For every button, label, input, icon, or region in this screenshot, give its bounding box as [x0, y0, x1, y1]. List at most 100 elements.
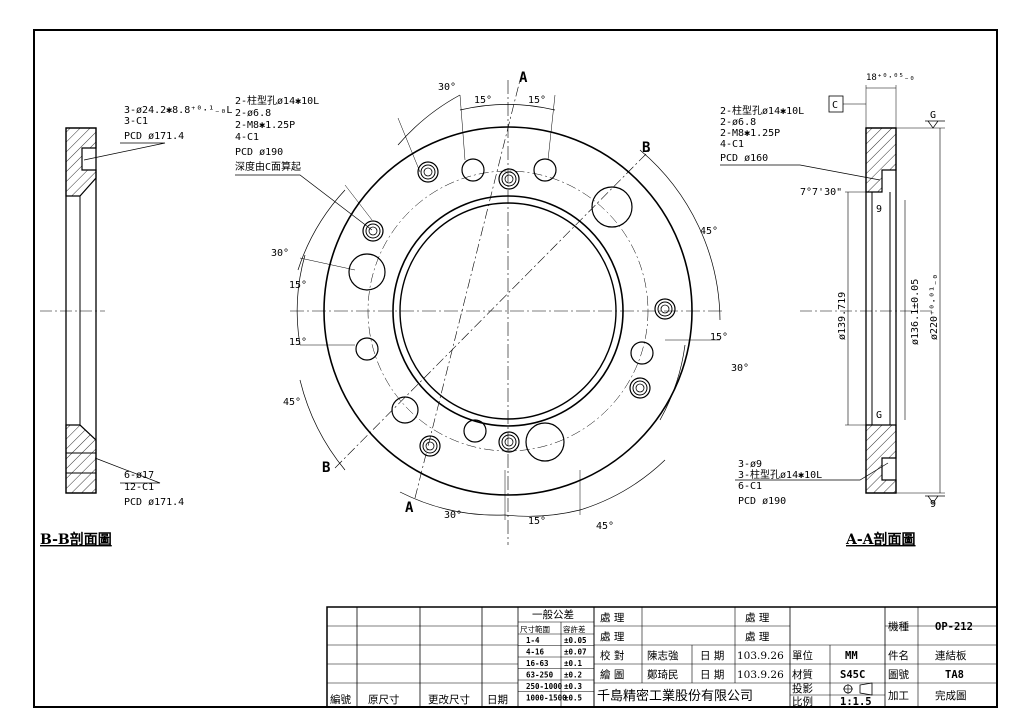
hole-top-2	[533, 158, 557, 182]
part-value: 連結板	[935, 649, 967, 662]
counterbore-hole-right	[654, 298, 676, 320]
process-label-4: 處 理	[745, 630, 770, 643]
scale-label: 比例	[792, 695, 813, 708]
aa-note-top-2: 2-ø6.8	[720, 117, 756, 128]
rev-col-orig: 原尺寸	[368, 693, 400, 706]
counterbore-hole-left	[362, 220, 384, 242]
part-label: 件名	[888, 649, 909, 662]
angle-30-left: 30°	[271, 248, 289, 259]
section-bb-view: 3-ø24.2✱8.8⁺⁰·¹₋₀L 3-C1 PCD ø171.4 6-ø17…	[40, 105, 232, 548]
angle-30-top: 30°	[438, 82, 456, 93]
tol-range-3: 63-250	[526, 671, 554, 680]
front-note-1: 2-柱型孔ø14✱10L	[235, 94, 319, 107]
tol-range-0: 1-4	[526, 636, 540, 645]
tol-value-2: ±0.1	[564, 659, 583, 668]
bb-note-bot-2: 12-C1	[124, 482, 154, 493]
tapped-hole-right-lower	[629, 377, 651, 399]
material-label: 材質	[792, 668, 813, 681]
rev-col-no: 編號	[330, 693, 351, 706]
front-note-5: PCD ø190	[235, 147, 283, 158]
aa-note-top-3: 2-M8✱1.25P	[720, 128, 780, 139]
bb-note-bot-1: 6-ø17	[124, 470, 154, 481]
front-note-2: 2-ø6.8	[235, 108, 271, 119]
date-value-1: 103.9.26	[737, 650, 784, 662]
process-label-2: 處 理	[600, 630, 625, 643]
tol-range-4: 250-1000	[526, 682, 563, 691]
hole-top-1	[461, 158, 485, 182]
angle-15-top-right: 15°	[528, 95, 546, 106]
tol-range-1: 4-16	[526, 648, 545, 657]
scale-value: 1:1.5	[840, 696, 872, 708]
aa-g-top: G	[930, 110, 936, 121]
tol-range-2: 16-63	[526, 659, 549, 668]
tol-value-0: ±0.05	[564, 636, 587, 645]
section-marker-b-top: B	[642, 140, 650, 156]
counterbore-hole-top	[498, 168, 520, 190]
angle-30-bottom: 30°	[444, 510, 462, 521]
rev-col-date: 日期	[487, 694, 508, 706]
date-label-1: 日 期	[700, 650, 724, 662]
aa-dim-220: ø220⁺⁰·⁰¹₋₀	[929, 274, 940, 340]
hole-lower-left	[391, 396, 419, 424]
title-block: 編號 原尺寸 更改尺寸 日期 一般公差 尺寸範圍 容許差 1-4±0.054-1…	[326, 606, 998, 708]
dwg-value: TA8	[945, 669, 964, 681]
aa-note-top-5: PCD ø160	[720, 153, 768, 164]
angle-15-top-left: 15°	[474, 95, 492, 106]
aa-note-bot-2: 3-柱型孔ø14✱10L	[738, 468, 822, 481]
tapped-hole-top-left	[417, 161, 439, 183]
model-value: OP-212	[935, 621, 973, 633]
projection-symbol-icon	[843, 682, 873, 696]
angle-30-right: 30°	[731, 363, 749, 374]
tol-range-5: 1000-1500	[526, 694, 567, 703]
proc-label: 加工	[888, 690, 909, 702]
aa-angle: 7°7'30"	[800, 187, 842, 198]
check-label: 校 對	[600, 649, 624, 662]
rev-col-change: 更改尺寸	[428, 693, 470, 706]
date-label-2: 日 期	[700, 669, 724, 681]
bb-view-label: B-B剖面圖	[40, 531, 112, 548]
angle-45-right: 45°	[700, 226, 718, 237]
bb-note-top-1: 3-ø24.2✱8.8⁺⁰·¹₋₀L	[124, 105, 232, 116]
front-note-6: 深度由C面算起	[235, 160, 301, 173]
hole-large-right	[591, 186, 633, 228]
drawer-name: 鄭琦民	[647, 668, 679, 681]
hole-left-2	[355, 337, 379, 361]
aa-g-bottom: G	[876, 410, 882, 421]
process-label-1: 處 理	[600, 611, 625, 624]
front-view: 30° 15° 15° 45° 15° 30° 30° 15° 15° 45° …	[235, 70, 749, 545]
draw-label: 繪 圖	[600, 668, 624, 681]
aa-note-bot-3: 6-C1	[738, 481, 762, 492]
tol-header: 一般公差	[532, 608, 574, 621]
bb-note-bot-3: PCD ø171.4	[124, 497, 184, 508]
company-name: 千島精密工業股份有限公司	[597, 688, 753, 704]
tol-value-1: ±0.07	[564, 648, 587, 657]
front-note-4: 4-C1	[235, 132, 259, 143]
hole-bottom-1	[463, 419, 487, 443]
angle-15-bottom: 15°	[528, 516, 546, 527]
proc-value: 完成圖	[935, 689, 967, 702]
aa-nine-2: 9	[930, 499, 936, 510]
tol-value-3: ±0.2	[564, 671, 582, 680]
aa-note-bot-1: 3-ø9	[738, 459, 762, 470]
section-marker-a-bottom: A	[405, 500, 414, 516]
angle-15-right: 15°	[710, 332, 728, 343]
aa-note-bot-4: PCD ø190	[738, 496, 786, 507]
section-marker-b-bottom: B	[322, 460, 330, 476]
aa-dim-139: ø139.719	[837, 292, 848, 340]
unit-label: 單位	[792, 649, 813, 662]
process-label-3: 處 理	[745, 611, 770, 624]
angle-15-left-a: 15°	[289, 280, 307, 291]
front-note-3: 2-M8✱1.25P	[235, 120, 295, 131]
tol-sub-range: 尺寸範圍	[520, 624, 550, 634]
aa-note-top-4: 4-C1	[720, 139, 744, 150]
bb-note-top-2: 3-C1	[124, 116, 148, 127]
unit-value: MM	[845, 650, 858, 662]
aa-view-label: A-A剖面圖	[845, 531, 916, 548]
checker-name: 陳志強	[647, 649, 679, 662]
aa-dim-thickness: 18⁺⁰·⁰⁵₋₀	[866, 73, 915, 83]
hole-right-2	[630, 341, 654, 365]
material-value: S45C	[840, 669, 865, 681]
angle-45-left: 45°	[283, 397, 301, 408]
hole-left-large	[348, 253, 386, 291]
